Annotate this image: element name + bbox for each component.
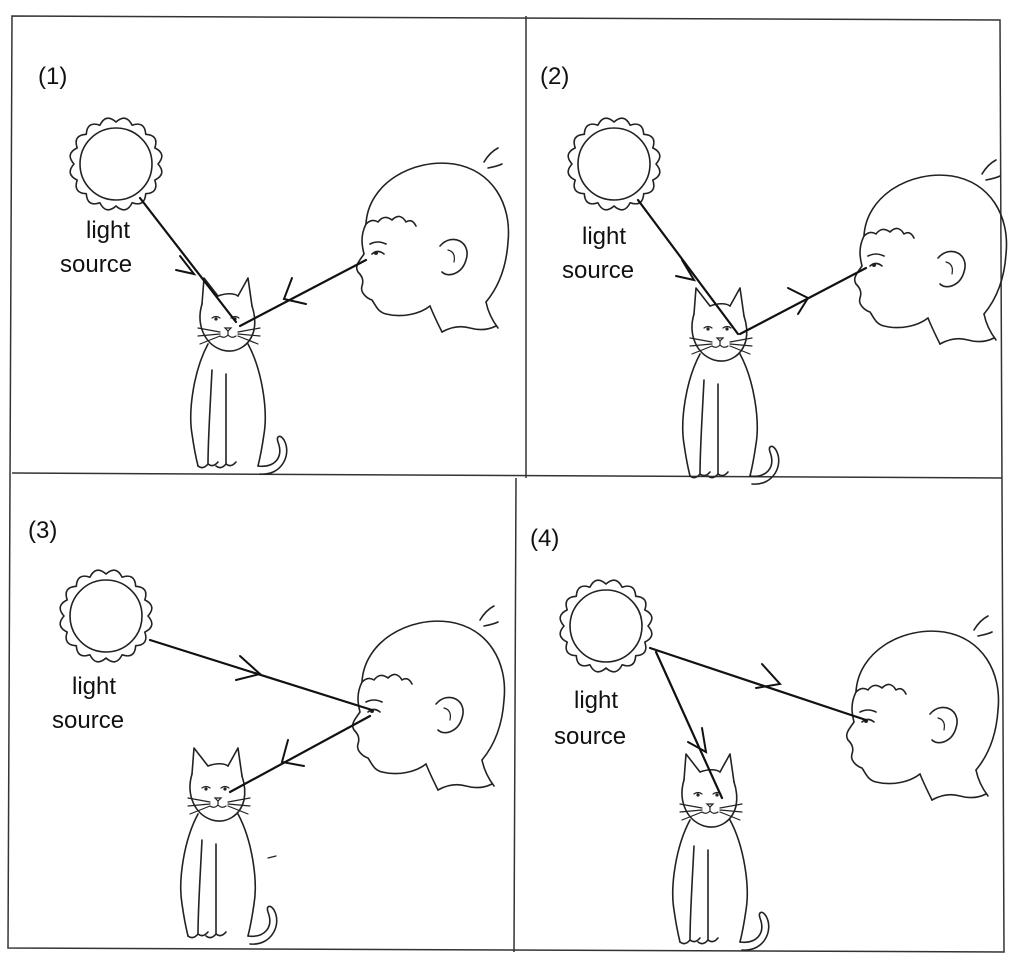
panel-3: (3) light source — [28, 517, 505, 944]
panel-4-number: (4) — [530, 525, 559, 552]
boy-head-icon — [353, 606, 505, 790]
sun-icon — [60, 570, 152, 662]
arrow-icon — [788, 288, 808, 314]
panel-3-source-label-line2: source — [52, 707, 124, 734]
boy-head-icon — [855, 160, 1007, 344]
panel-grid — [8, 16, 1004, 952]
ray-boy-to-cat — [240, 260, 366, 326]
ray-boy-to-cat — [230, 716, 370, 792]
panel-2-source-label-line1: light — [582, 223, 626, 250]
cat-icon — [683, 288, 779, 484]
panel-1-source-label-line1: light — [86, 217, 130, 244]
panel-4: (4) light source — [530, 525, 999, 950]
panel-1: (1) light source — [38, 63, 509, 474]
panel-2-source-label-line2: source — [562, 257, 634, 284]
ray-source-to-cat — [140, 198, 236, 322]
ray-cat-to-boy — [740, 268, 866, 334]
ray-source-to-cat — [656, 652, 722, 798]
ray-source-to-boy — [150, 640, 372, 710]
ray-source-to-cat — [638, 200, 738, 334]
sun-icon — [70, 118, 162, 210]
cat-icon — [181, 748, 277, 944]
cat-icon — [673, 754, 769, 950]
boy-head-icon — [357, 148, 509, 332]
boy-head-icon — [847, 616, 999, 800]
panel-4-source-label-line1: light — [574, 687, 618, 714]
panel-1-number: (1) — [38, 63, 67, 90]
arrow-icon — [688, 728, 706, 752]
stray-mark — [268, 856, 276, 858]
panel-3-source-label-line1: light — [72, 673, 116, 700]
sun-icon — [568, 118, 660, 210]
panel-1-source-label-line2: source — [60, 251, 132, 278]
panel-2: (2) light source — [540, 63, 1007, 484]
panel-2-number: (2) — [540, 63, 569, 90]
sun-icon — [560, 580, 652, 672]
panel-3-number: (3) — [28, 517, 57, 544]
cat-icon — [191, 278, 287, 474]
arrow-icon — [284, 278, 306, 304]
panel-4-source-label-line2: source — [554, 723, 626, 750]
